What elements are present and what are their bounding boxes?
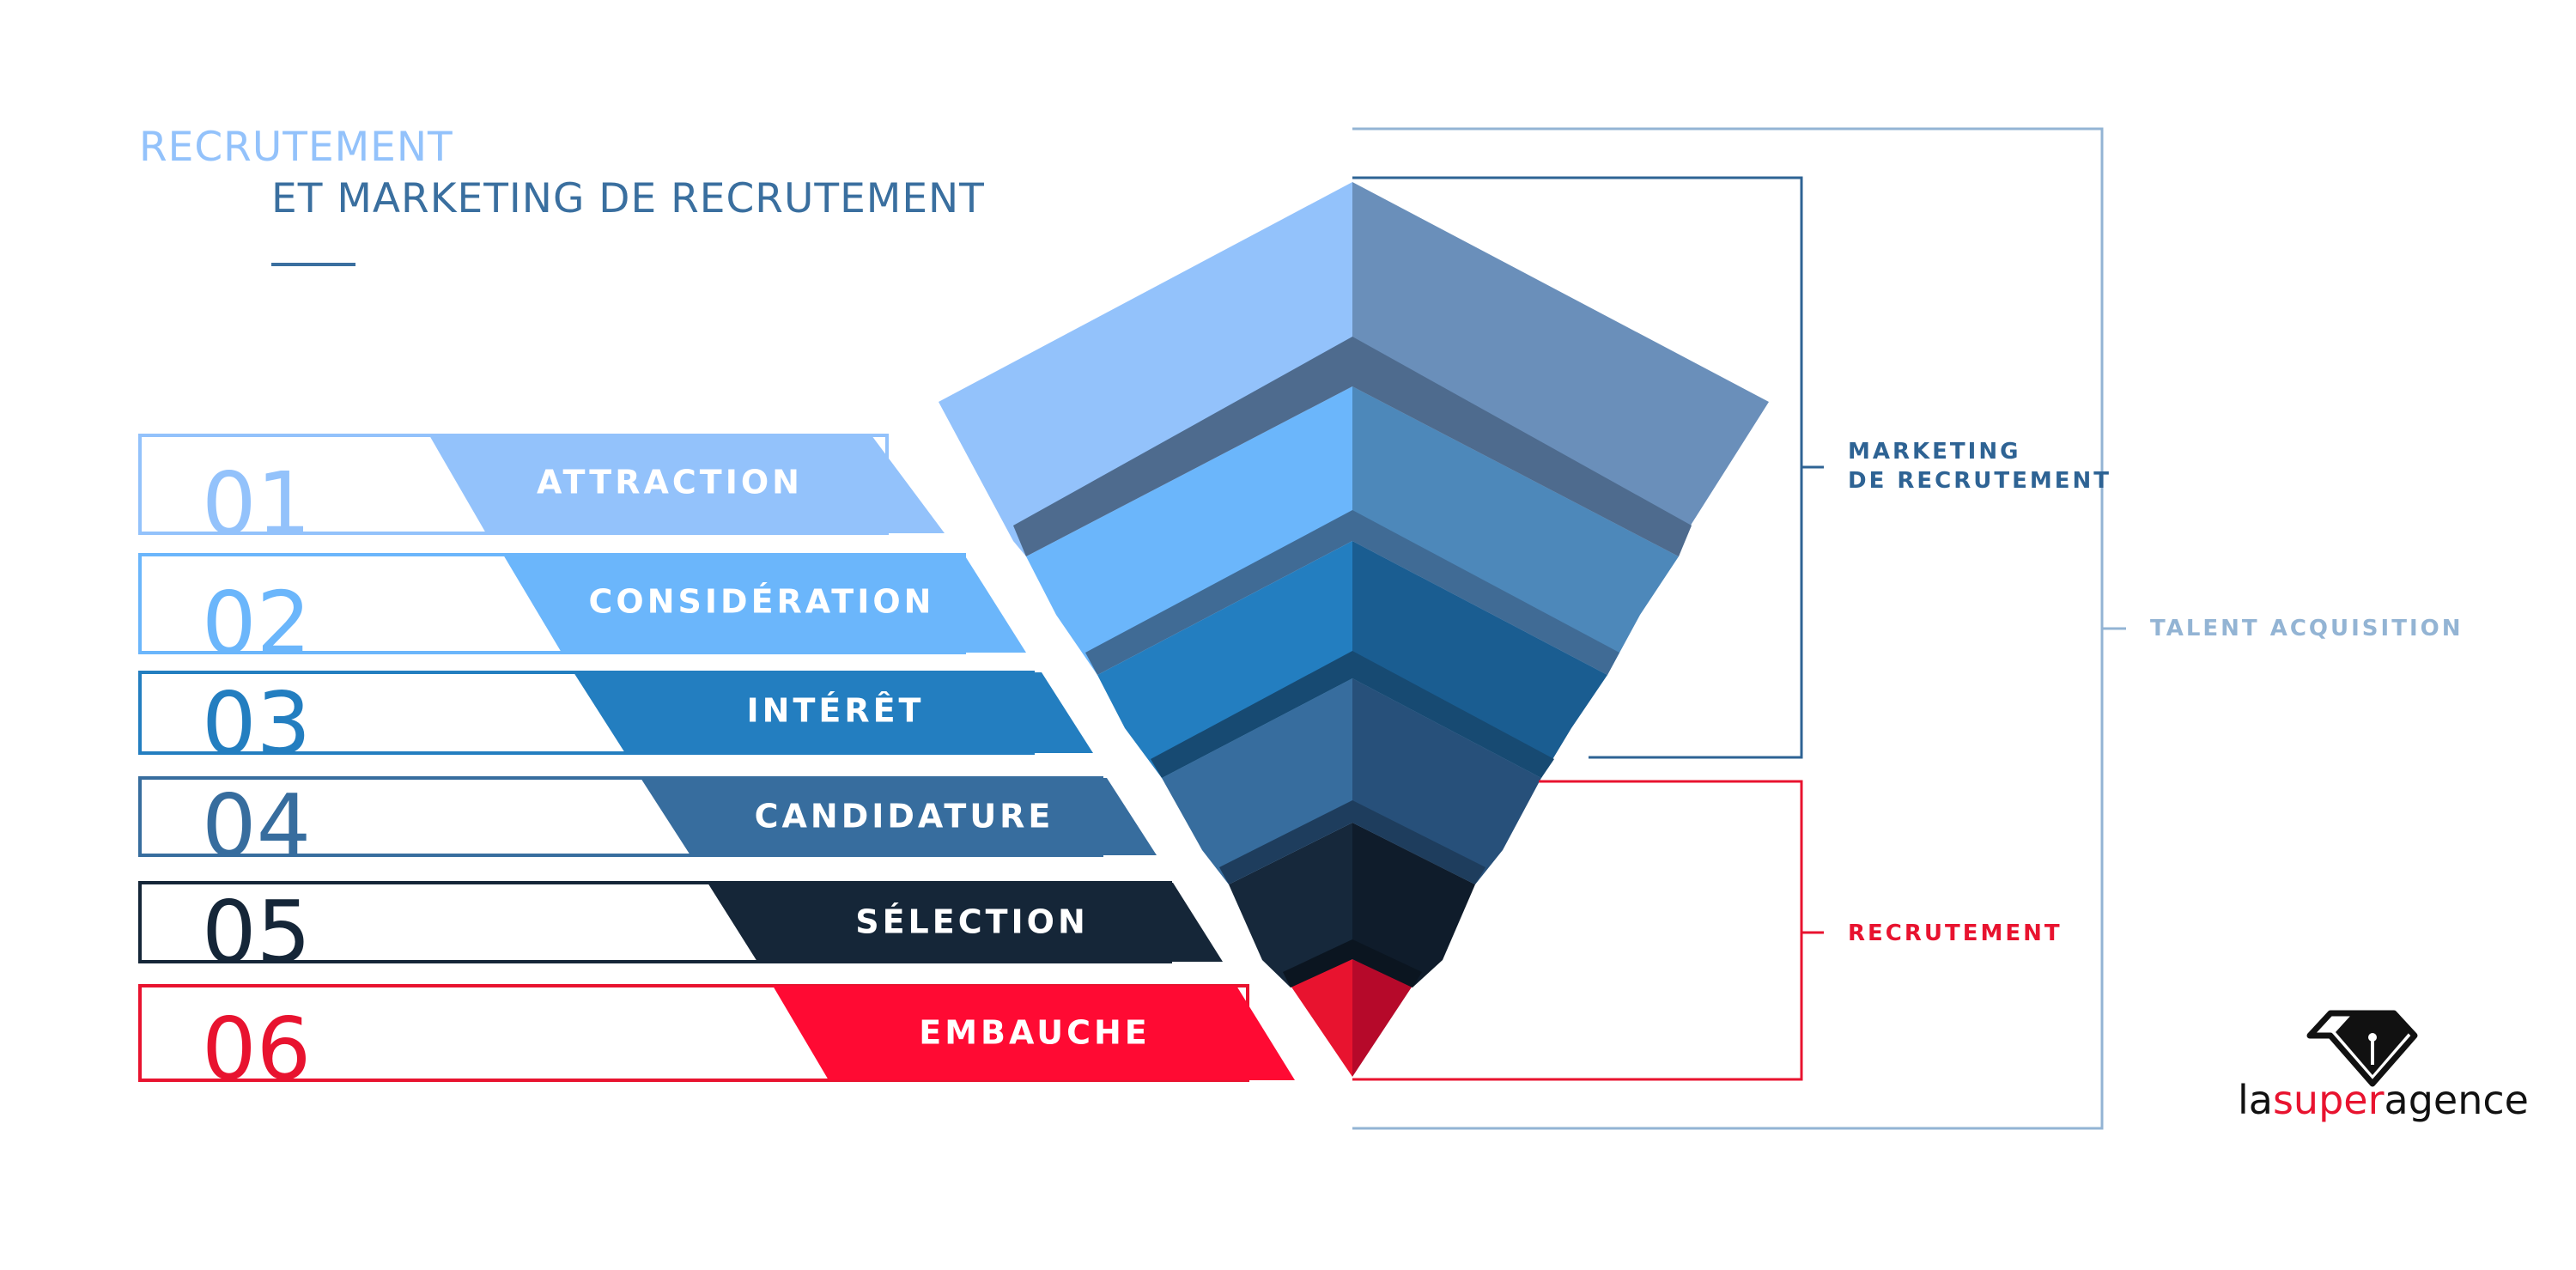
- funnel-shade-5: [1283, 939, 1352, 987]
- stage-row-02: 02 CONSIDÉRATION: [138, 553, 1026, 673]
- funnel-layer-1-right: [1352, 182, 1769, 556]
- funnel-pyramid: [939, 182, 1769, 1077]
- stage-band: [773, 986, 1295, 1080]
- logo-post: agence: [2384, 1077, 2529, 1123]
- stage-band: [708, 883, 1223, 962]
- stage-row-03: 03 INTÉRÊT: [138, 671, 1093, 774]
- funnel-layer-3-left: [1097, 541, 1352, 778]
- title-line-1: RECRUTEMENT: [139, 124, 453, 171]
- stage-label: INTÉRÊT: [747, 692, 925, 730]
- title-line-2: ET MARKETING DE RECRUTEMENT: [271, 175, 985, 222]
- stage-label: CANDIDATURE: [755, 798, 1054, 836]
- funnel-shade-1-right: [1352, 337, 1692, 556]
- funnel-layer-5-left: [1229, 823, 1352, 987]
- stage-row-06: 06 EMBAUCHE: [138, 984, 1295, 1099]
- funnel-layer-6-left: [1291, 959, 1352, 1077]
- funnel-shade-4: [1219, 800, 1352, 884]
- logo-wordmark: lasuperagence: [2238, 1077, 2529, 1123]
- stage-number: 02: [202, 573, 311, 673]
- stage-band: [641, 778, 1157, 855]
- stage-number: 05: [202, 882, 311, 982]
- funnel-shade-2-right: [1352, 510, 1619, 675]
- funnel-layer-1-left: [939, 182, 1352, 556]
- bracket-marketing: MARKETING DE RECRUTEMENT: [1352, 176, 2111, 759]
- stage-band: [429, 435, 945, 533]
- stage-row-05: 05 SÉLECTION: [138, 881, 1223, 982]
- stage-band: [503, 555, 1026, 653]
- funnel-shade-3-right: [1352, 651, 1554, 778]
- funnel-shade-1: [1013, 337, 1352, 556]
- funnel-shade-2: [1085, 510, 1352, 675]
- stage-number: 03: [202, 673, 311, 774]
- bracket-label-talent: TALENT ACQUISITION: [2150, 616, 2463, 641]
- stage-row-01: 01 ATTRACTION: [138, 434, 945, 554]
- title-underline: [271, 263, 355, 266]
- stage-number: 06: [202, 999, 311, 1099]
- stage-band: [574, 672, 1093, 753]
- bracket-label-recrutement: RECRUTEMENT: [1848, 921, 2063, 946]
- bracket-recrutement: RECRUTEMENT: [1352, 780, 2063, 1081]
- stage-row-04: 04 CANDIDATURE: [138, 775, 1157, 876]
- diamond-pen-icon: [2306, 1010, 2418, 1087]
- funnel-layer-6-right: [1352, 959, 1413, 1077]
- funnel-layer-5-right: [1352, 823, 1475, 987]
- bracket-label-marketing-1: MARKETING: [1848, 439, 2020, 465]
- logo-pre: la: [2238, 1077, 2273, 1123]
- stage-label: ATTRACTION: [537, 464, 803, 501]
- funnel-shade-5-right: [1352, 939, 1422, 987]
- funnel-shade-4-right: [1352, 800, 1485, 884]
- funnel-layer-2-right: [1352, 386, 1679, 675]
- stage-number: 04: [202, 775, 311, 876]
- funnel-layer-2-left: [1026, 386, 1352, 675]
- stage-label: SÉLECTION: [855, 903, 1089, 941]
- stage-number: 01: [202, 453, 311, 554]
- bracket-label-marketing-2: DE RECRUTEMENT: [1848, 468, 2111, 494]
- funnel-shade-3: [1151, 651, 1352, 778]
- logo-accent: super: [2272, 1077, 2385, 1123]
- bracket-line: [1352, 780, 1803, 1081]
- bracket-talent-acquisition: TALENT ACQUISITION: [1352, 127, 2463, 1130]
- stage-label: CONSIDÉRATION: [589, 583, 935, 621]
- stage-label: EMBAUCHE: [919, 1014, 1150, 1052]
- funnel-layer-3-right: [1352, 541, 1607, 778]
